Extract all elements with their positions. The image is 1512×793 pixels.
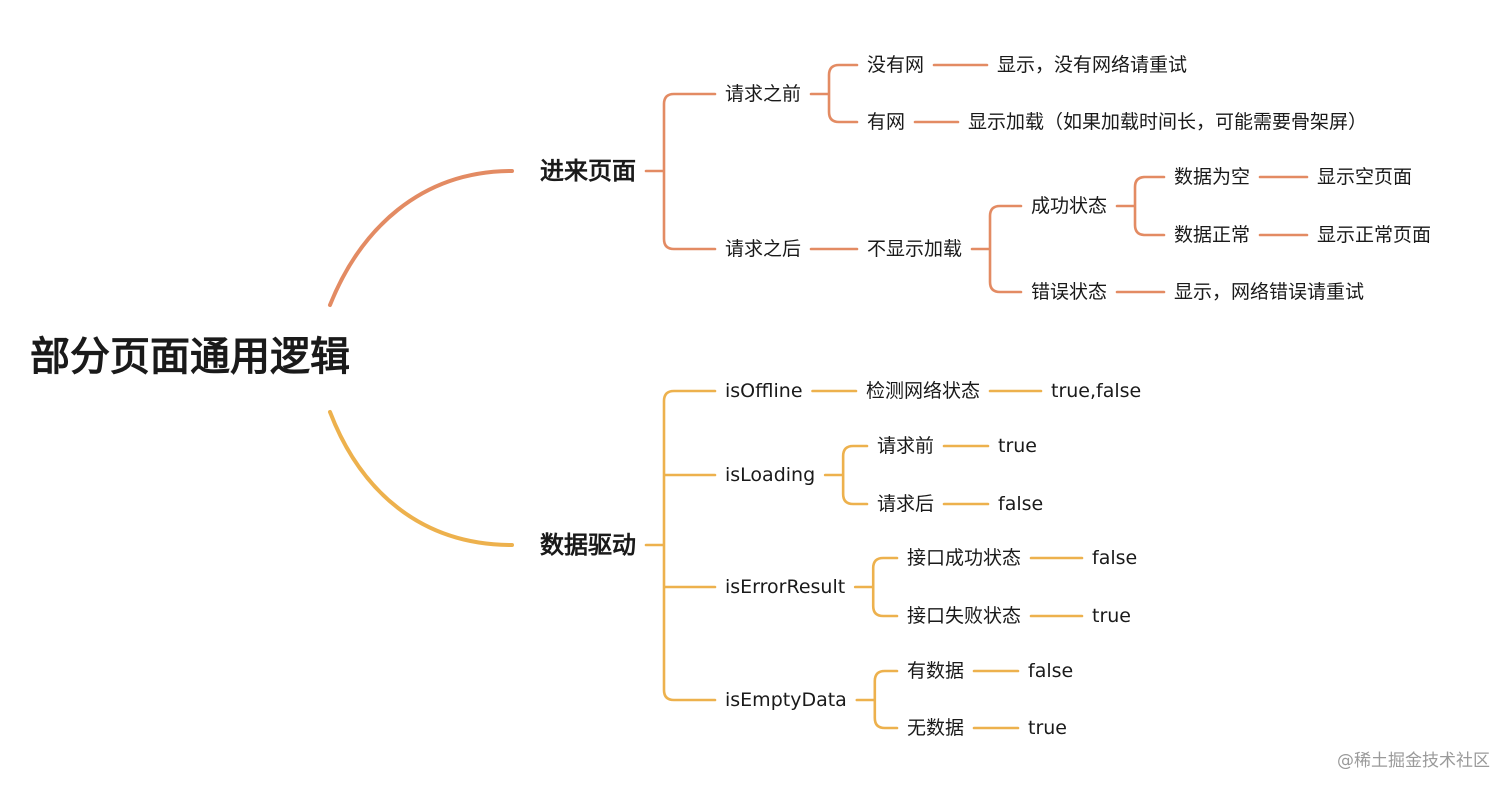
watermark: @稀土掘金技术社区 — [1337, 751, 1490, 771]
node-0-1-0-0-1-0: 显示正常页面 — [1317, 224, 1431, 246]
node-0-0-0-0: 显示，没有网络请重试 — [997, 54, 1187, 76]
node-1-0-0: 检测网络状态 — [866, 380, 980, 402]
node-1-1-0: 请求前 — [877, 435, 934, 457]
node-0-1-0-1-0: 显示，网络错误请重试 — [1174, 281, 1364, 303]
node-0: 进来页面 — [540, 157, 636, 185]
node-1-1: isLoading — [725, 464, 815, 486]
node-1-3: isEmptyData — [725, 689, 847, 711]
node-0-1-0-1: 错误状态 — [1031, 281, 1107, 303]
bracket-root-children-1-children-1 — [823, 444, 869, 506]
node-0-0-0: 没有网 — [867, 54, 924, 76]
node-1-3-1: 无数据 — [907, 717, 964, 739]
node-0-1-0-0-1: 数据正常 — [1174, 224, 1250, 246]
node-1-0: isOffline — [725, 380, 803, 402]
node-0-0: 请求之前 — [725, 83, 801, 105]
node-1-2-1: 接口失败状态 — [907, 605, 1021, 627]
node-0-1-0-0-0-0: 显示空页面 — [1317, 166, 1412, 188]
node-0-0-1-0: 显示加载（如果加载时间长，可能需要骨架屏） — [968, 111, 1367, 133]
node-1-3-0-0: false — [1028, 660, 1073, 682]
node-1-3-0: 有数据 — [907, 660, 964, 682]
bracket-root-children-0-children-0 — [809, 63, 859, 124]
bracket-root-children-1-children-3 — [855, 669, 899, 730]
root-curve-1 — [328, 169, 514, 307]
node-1-2-1-0: true — [1092, 605, 1131, 627]
node-1-0-0-0: true,false — [1051, 380, 1141, 402]
node-1-3-1-0: true — [1028, 717, 1067, 739]
node-1-2: isErrorResult — [725, 576, 845, 598]
root-topic: 部分页面通用逻辑 — [30, 334, 350, 380]
node-0-1-0: 不显示加载 — [867, 238, 962, 260]
bracket-root-children-0-children-1-children-0 — [970, 204, 1023, 294]
root-curve-2 — [328, 410, 514, 547]
bracket-root-children-1 — [644, 389, 717, 702]
node-1-2-0-0: false — [1092, 547, 1137, 569]
node-0-1: 请求之后 — [725, 238, 801, 260]
bracket-root-children-1-children-2 — [853, 556, 899, 618]
node-0-0-1: 有网 — [867, 111, 905, 133]
node-1-1-1-0: false — [998, 493, 1043, 515]
node-1-1-0-0: true — [998, 435, 1037, 457]
node-1-1-1: 请求后 — [877, 493, 934, 515]
node-1-2-0: 接口成功状态 — [907, 547, 1021, 569]
connector-lines — [328, 63, 1309, 730]
bracket-root-children-0-children-1-children-0-children-0 — [1115, 175, 1166, 237]
node-1: 数据驱动 — [540, 531, 636, 559]
node-0-1-0-0-0: 数据为空 — [1174, 166, 1250, 188]
bracket-root-children-0 — [644, 92, 717, 251]
node-0-1-0-0: 成功状态 — [1031, 195, 1107, 217]
